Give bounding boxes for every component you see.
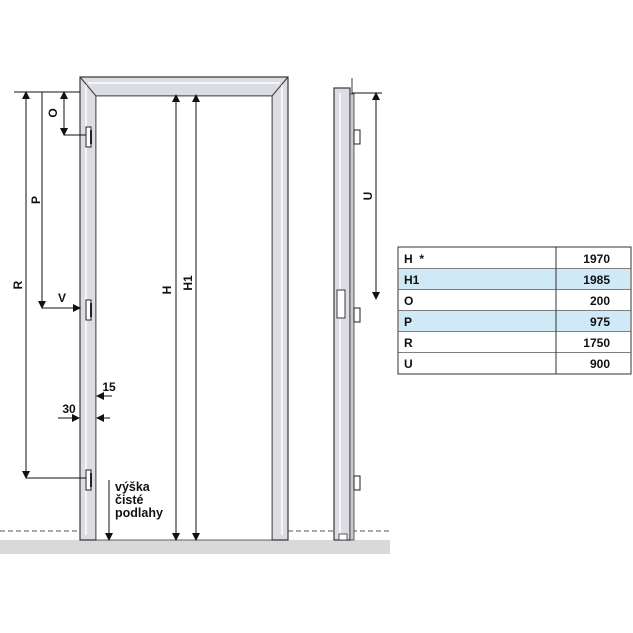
table-label-h: H *: [404, 252, 424, 266]
door-frame-front: [79, 76, 289, 541]
dimension-h: H: [160, 94, 180, 541]
floor-label-line1: výška: [115, 480, 151, 494]
floor-label-line3: podlahy: [115, 506, 163, 520]
floor-band: [0, 540, 390, 554]
table-label-h1: H1: [404, 273, 420, 287]
dimension-o: O: [46, 91, 86, 136]
dimension-h1: H1: [181, 94, 200, 541]
table-value-h: 1970: [583, 252, 610, 266]
door-frame-side: [333, 78, 355, 541]
label-15: 15: [102, 380, 116, 394]
table-value-o: 200: [590, 294, 610, 308]
table-row: [399, 332, 630, 352]
label-o: O: [46, 108, 60, 117]
hinge-middle: [85, 299, 92, 321]
label-v: V: [58, 291, 66, 305]
label-30: 30: [62, 402, 76, 416]
label-u: U: [361, 192, 375, 201]
label-r: R: [11, 280, 25, 289]
table-value-r: 1750: [583, 336, 610, 350]
table-row: [399, 311, 630, 331]
side-hinges: [353, 129, 361, 491]
table-label-u: U: [404, 357, 413, 371]
table-label-p: P: [404, 315, 412, 329]
dimension-15: 15: [96, 380, 116, 400]
dimension-r: R: [11, 91, 86, 479]
table-value-u: 900: [590, 357, 610, 371]
table-row: [399, 353, 630, 373]
dimension-p: P: [29, 92, 46, 309]
dimension-u: U: [352, 92, 382, 300]
table-row: [399, 290, 630, 310]
label-h1: H1: [181, 275, 195, 291]
label-p: P: [29, 196, 43, 204]
hinge-top: [85, 126, 92, 148]
table-row: [399, 248, 630, 268]
dimension-v: V: [42, 291, 81, 312]
table-value-p: 975: [590, 315, 610, 329]
hinge-bottom: [85, 469, 92, 491]
dimension-table: H * 1970 H1 1985 O 200 P 975 R 1750 U 90…: [397, 246, 632, 375]
table-row: [399, 269, 630, 289]
label-h: H: [160, 286, 174, 295]
table-value-h1: 1985: [583, 273, 610, 287]
dimension-30: 30: [58, 402, 110, 422]
table-label-r: R: [404, 336, 413, 350]
floor-label-line2: čisté: [115, 493, 144, 507]
table-label-o: O: [404, 294, 413, 308]
